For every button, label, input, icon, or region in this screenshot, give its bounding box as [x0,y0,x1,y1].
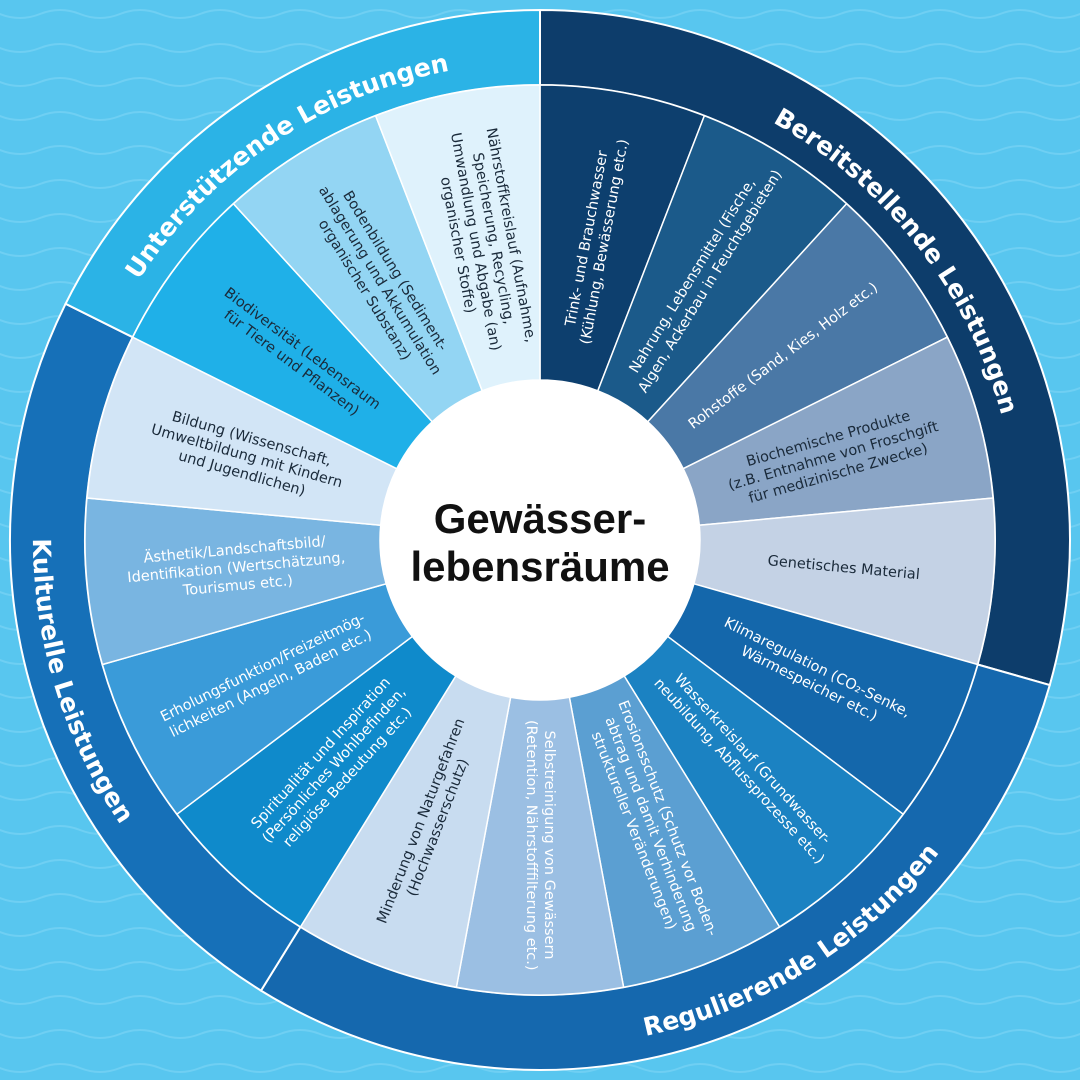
segment-label: Selbstreinigung von Gewässern(Retention,… [522,720,558,971]
segment-label-line: (Retention, Nährstofffilterung etc.) [523,720,539,971]
center-title-line1: Gewässer- [433,495,647,542]
center-title: Gewässer- lebensräume [380,495,700,591]
center-title-line2: lebensräume [410,543,670,590]
segment-label-line: Selbstreinigung von Gewässern [541,730,557,960]
center-circle [380,380,700,700]
